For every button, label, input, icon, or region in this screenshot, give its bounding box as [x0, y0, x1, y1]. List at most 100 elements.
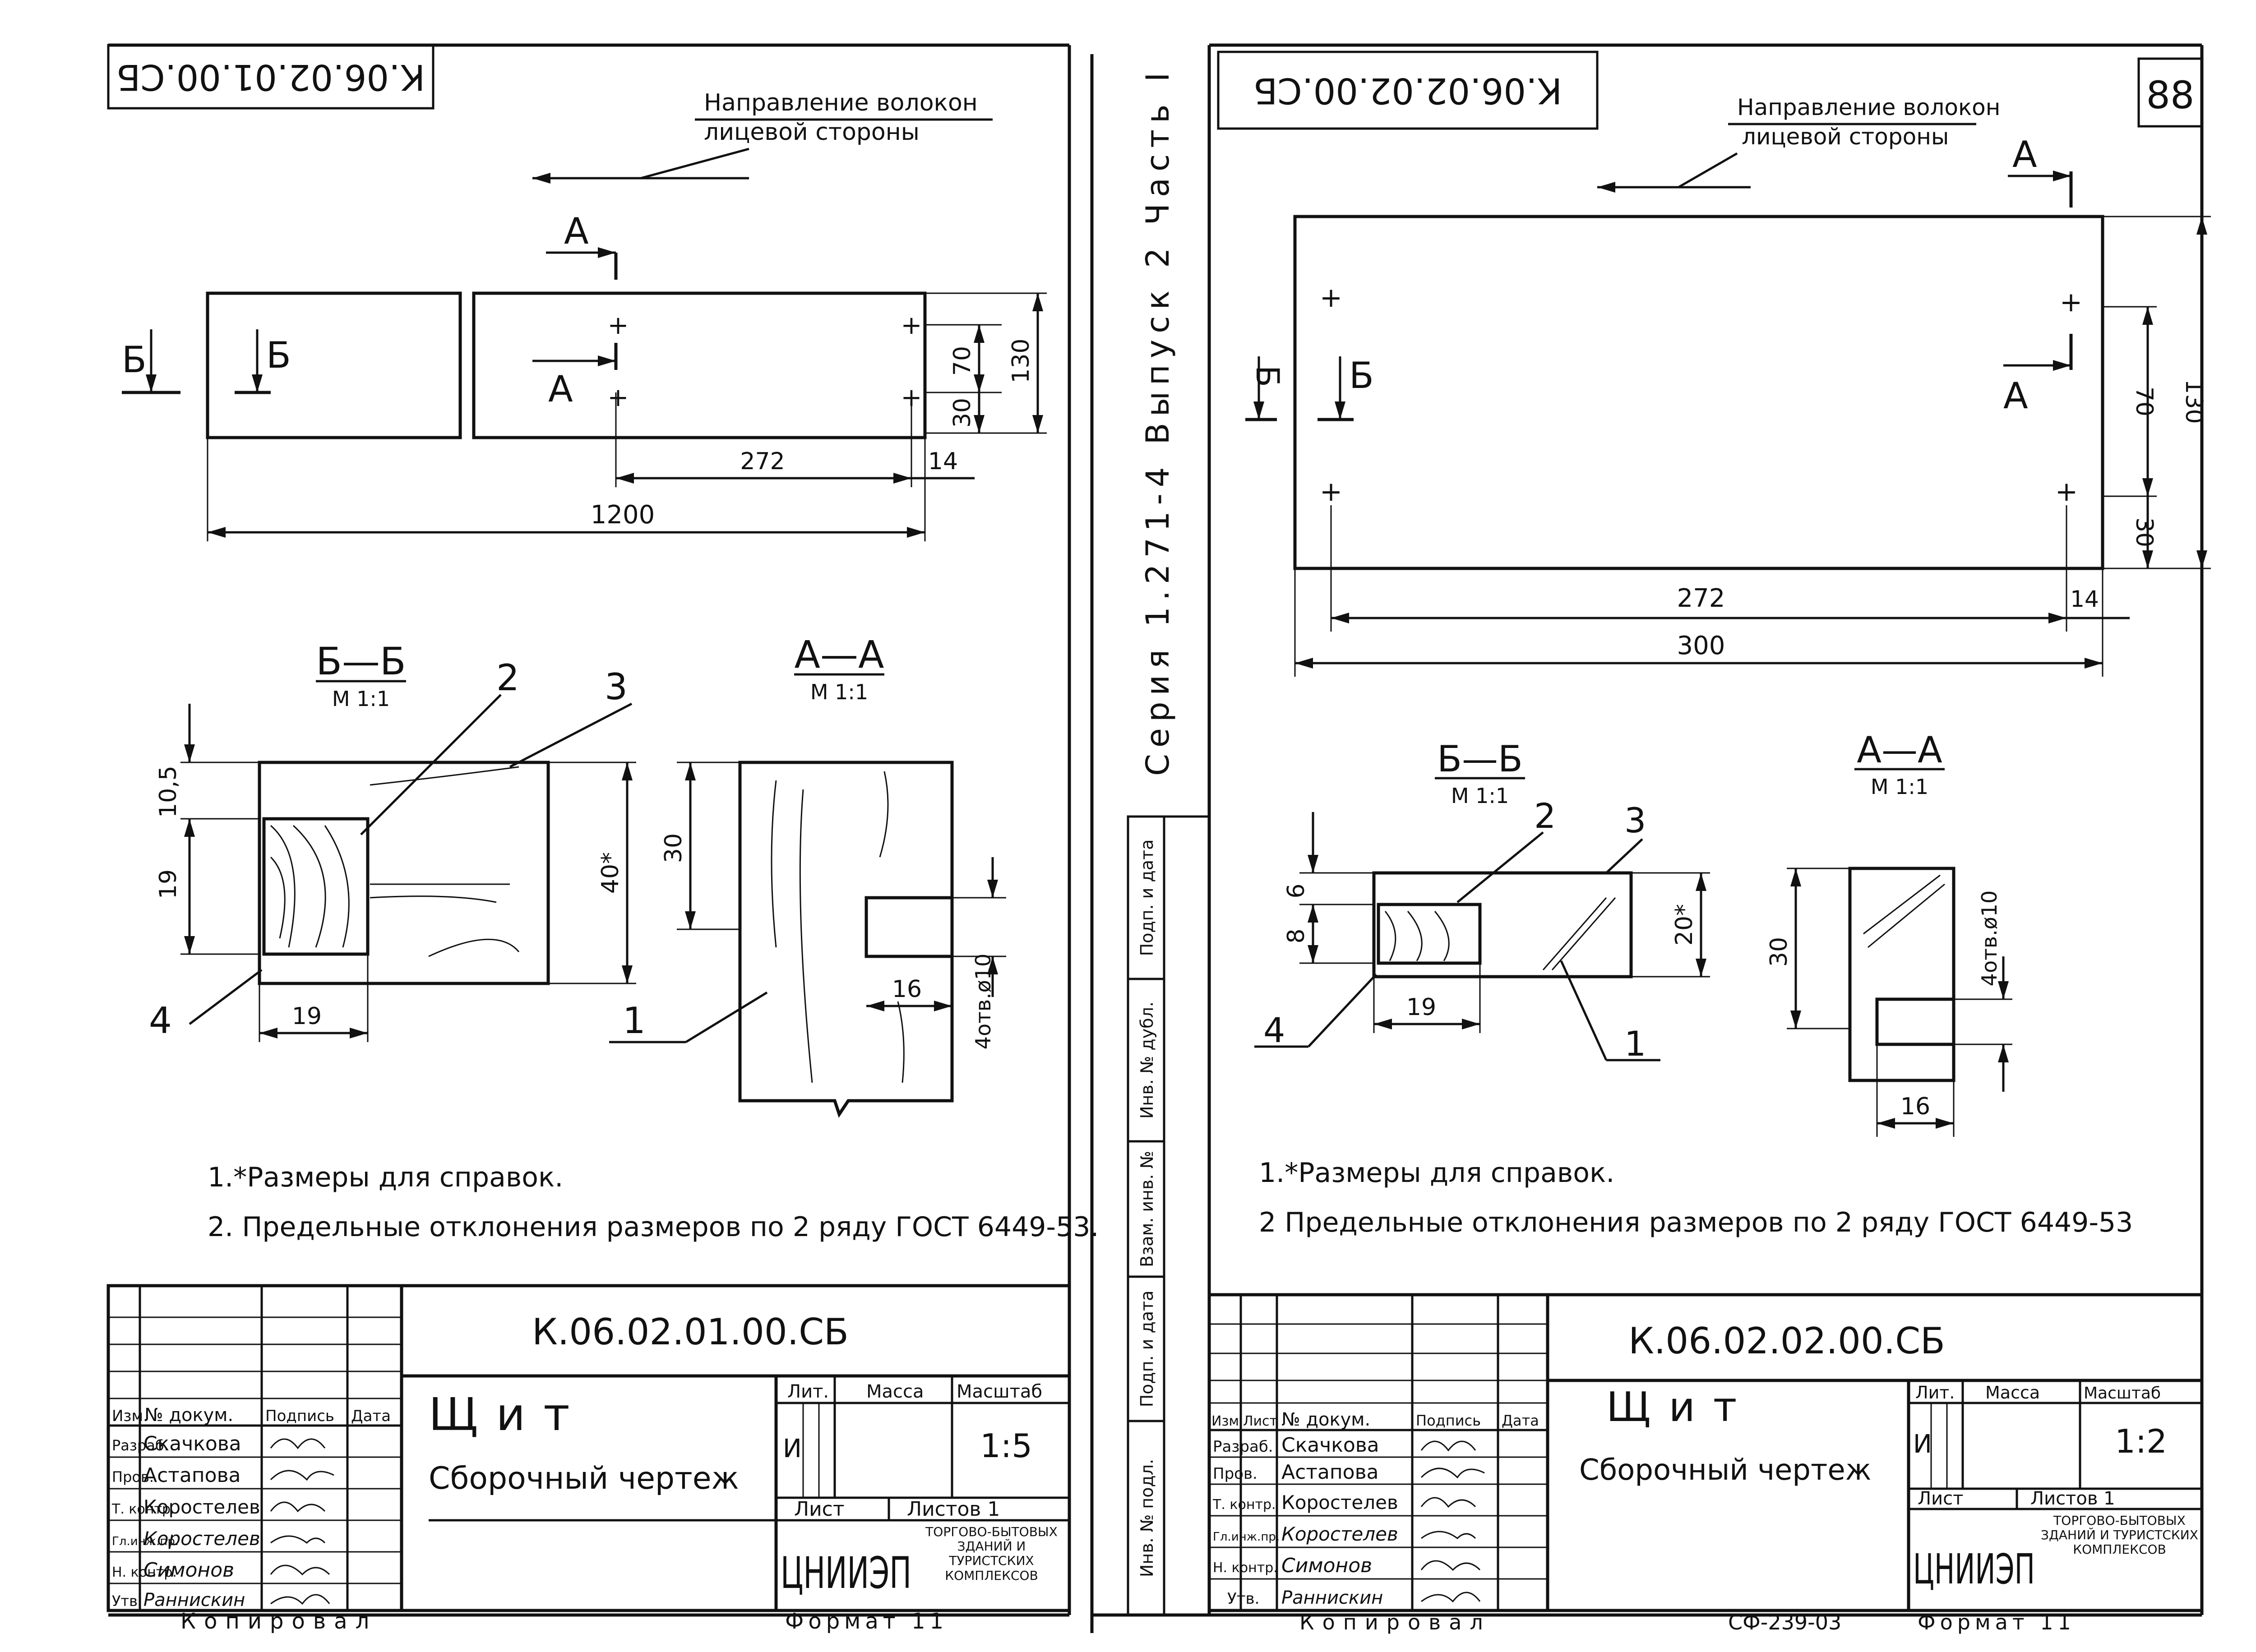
sheet2-aa-title: А—А [1857, 729, 1942, 771]
sheet1-fiber-note-1: Направление волокон [704, 89, 978, 116]
sheet2-tb-hdr-sign: Подпись [1416, 1412, 1481, 1429]
sheet2-aa-section [1848, 867, 1956, 1082]
sheet2-role-4: Гл.инж.пр. [1213, 1530, 1280, 1544]
sheet2-bb-grain [1384, 897, 1616, 970]
svg-text:+: + [901, 311, 922, 340]
sheet2-role-5: Н. контр. [1213, 1560, 1278, 1576]
sheet2-tb-hdr-izm: Изм. [1211, 1413, 1244, 1429]
sheet2-tb-hdr-mass: Масса [1985, 1383, 2040, 1403]
side-stamp-5: Инв. № подл. [1137, 1459, 1157, 1577]
sheet2-person-3: Коростелев [1281, 1491, 1398, 1514]
sheet2-tb-org-logo: ЦНИИЭП [1913, 1545, 2035, 1593]
sheet2-bb-dim-6: 6 [1283, 883, 1310, 898]
sheet1-aa-scale: М 1:1 [810, 680, 868, 704]
sheet2-code-stamp-box [1217, 51, 1599, 130]
sheet2-aa-dim-16: 16 [1900, 1093, 1930, 1120]
sheet1-person-1: Скачкова [143, 1432, 241, 1455]
sheet1-panel-left-part [206, 291, 462, 439]
sheet2-hole-marks: + + + + [1320, 282, 2082, 508]
sheet1-bb-callout-2: 2 [496, 657, 519, 699]
sheet1-bb-grain [270, 825, 350, 948]
sheet1-dim-30: 30 [949, 398, 976, 428]
sheet1-dim-272: 272 [740, 448, 785, 475]
sheet1-aa-title: А—А [795, 632, 884, 677]
sheet1-tb-hdr-doc: № докум. [144, 1405, 233, 1426]
sheet2-bb-title: Б—Б [1437, 738, 1523, 780]
sheet2-dim-130: 130 [2180, 379, 2207, 424]
sheet2-person-1: Скачкова [1281, 1434, 1379, 1457]
sheet1-aa-dim-16: 16 [892, 976, 922, 1003]
sheet2-cut-b-label-left: Б [1249, 365, 1286, 387]
sheet2-tb-copied: Копировал [1299, 1610, 1491, 1634]
sheet2-title-block: К.06.02.02.00.СБ Изм. Лист № докум. Подп… [1207, 1293, 2204, 1634]
sheet2-bb-callout-3: 3 [1624, 800, 1646, 840]
sheet1-signatures [270, 1438, 334, 1605]
sheet2-signatures [1420, 1440, 1485, 1603]
sheet1-role-6: Утв. [112, 1592, 142, 1610]
sheet1-panel-right-part [472, 291, 927, 439]
sheet1-role-2: Пров. [112, 1468, 154, 1486]
sheet2-person-4: Коростелев [1281, 1523, 1398, 1545]
sheet1-note-1: 1.*Размеры для справок. [208, 1162, 563, 1193]
svg-text:+: + [608, 383, 629, 412]
sheet1-bb-callout-3: 3 [605, 666, 628, 708]
side-stamp-3: Взам. инв. № [1137, 1151, 1157, 1267]
sheet2-tb-hdr-sheet: Лист [1918, 1488, 1963, 1509]
sheet1-aa-section [738, 761, 954, 1118]
sheet1-bb-section [258, 761, 550, 985]
sheet2-bb-dim-8: 8 [1283, 928, 1310, 943]
sheet2-bb-dim-19: 19 [1406, 994, 1436, 1021]
sheet1-tb-hdr-izm: Изм. [112, 1407, 148, 1425]
sheet2-cut-b-label-right: Б [1349, 355, 1374, 397]
side-stamp: Подп. и дата Инв. № дубл. Взам. инв. № П… [1127, 815, 1211, 1616]
sheet2-tb-format: Формат 11 [1918, 1610, 2076, 1634]
sheet1-tb-hdr-lit: Лит. [787, 1381, 829, 1402]
sheet2-tb-scale: 1:2 [2115, 1422, 2167, 1460]
sheet1-tb-hdr-scale: Масштаб [957, 1381, 1042, 1402]
svg-text:+: + [1320, 282, 1342, 314]
sheet1-bb-callout-4: 4 [149, 1000, 172, 1042]
sheet2-fiber-note-2: лицевой стороны [1742, 124, 1949, 150]
sheet2-tb-lit: И [1913, 1430, 1932, 1459]
sheet1-note-2: 2. Предельные отклонения размеров по 2 р… [208, 1211, 1099, 1243]
sheet2-bb-scale: М 1:1 [1451, 784, 1509, 808]
sheet1-bb-dim-40: 40* [597, 852, 624, 894]
sheet2-person-5: Симонов [1281, 1554, 1372, 1577]
sheet2-role-1: Разраб. [1213, 1438, 1273, 1456]
sheet2-bb-callout-4: 4 [1263, 1010, 1285, 1050]
sheet1-bb-dim-19v: 19 [155, 869, 182, 899]
sheet1-tb-name: Щит [429, 1388, 588, 1441]
sheet2-aa-holes: 4отв.ø10 [1977, 891, 2002, 987]
sheet2-tb-hdr-lit: Лит. [1915, 1383, 1955, 1403]
sheet1-tb-scale: 1:5 [980, 1427, 1032, 1465]
sheet2-aa-scale: М 1:1 [1871, 775, 1928, 799]
sheet1-tb-subtitle: Сборочный чертеж [429, 1461, 739, 1496]
sheet1-tb-lit: И [783, 1434, 802, 1463]
sheet1-aa-hole [864, 896, 954, 958]
sheet2-aa-hole [1875, 997, 1956, 1046]
sheet2-aa-dim-30: 30 [1766, 937, 1793, 967]
sheet1-bb-dim-105: 10,5 [155, 766, 182, 818]
sheet2-tb-hdr-date: Дата [1502, 1412, 1539, 1429]
sheet1-tb-format: Формат 11 [785, 1609, 948, 1634]
sheet2-panel [1293, 215, 2104, 570]
sheet1-person-6: Раннискин [143, 1590, 245, 1610]
sheet1-hole-marks: + + + + [608, 311, 922, 412]
sheet2-cut-a-label-bottom: А [2003, 375, 2028, 417]
sheet1-dim-70: 70 [949, 346, 976, 376]
sheet2-dim-300: 300 [1677, 631, 1725, 660]
sheet2-note-1: 1.*Размеры для справок. [1259, 1157, 1614, 1189]
sheet2-dim-70: 70 [2131, 387, 2158, 416]
sheet1-tb-org-text: торгово-бытовых зданий и туристских комп… [925, 1525, 1058, 1583]
sheet2-tb-code: К.06.02.02.00.СБ [1628, 1320, 1945, 1362]
sheet1-dim-1200: 1200 [591, 500, 655, 530]
sheet1-aa-callout-1: 1 [623, 1000, 646, 1042]
sheet1-role-5: Н. контр. [112, 1564, 177, 1580]
sheet2-tb-org-text-box: торгово-бытовых зданий и туристских комп… [2041, 1514, 2198, 1557]
sheet2-tb-hdr-doc: № докум. [1281, 1409, 1370, 1430]
sheet2-tb-subtitle: Сборочный чертеж [1579, 1454, 1871, 1487]
sheet1-cut-b-label-left: Б [122, 339, 147, 381]
sheet1-bb-dim-19h: 19 [292, 1003, 322, 1030]
sheet1-tb-hdr-mass: Масса [866, 1381, 924, 1402]
